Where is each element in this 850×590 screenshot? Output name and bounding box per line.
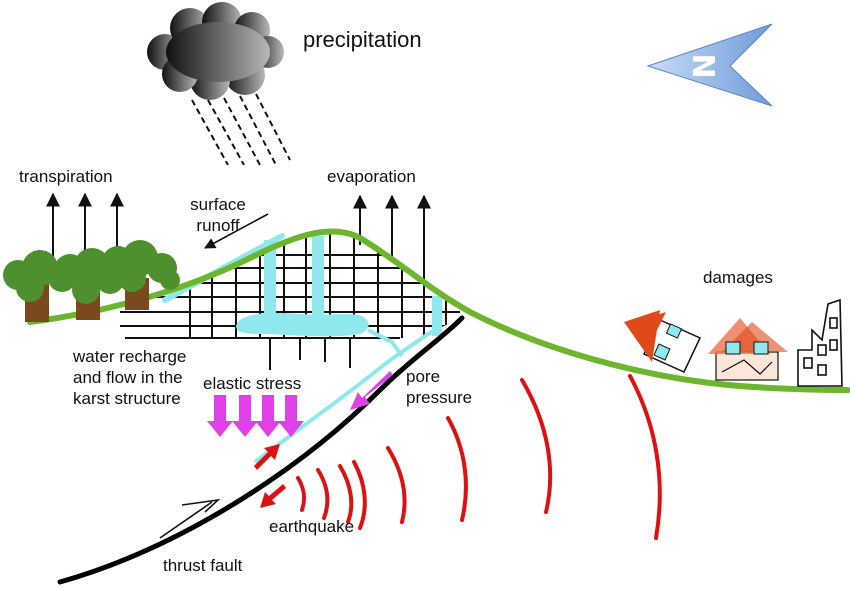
fault-slip-arrows [254,444,286,508]
pore-pressure-line2: pressure [406,388,473,407]
north-arrow-icon: N [646,23,773,107]
pore-pressure-line1: pore [406,367,441,386]
pore-pressure-label: pore pressure [406,366,472,408]
karst-conduits-deep [125,337,400,370]
elastic-stress-label: elastic stress [203,374,302,393]
rain-cloud-icon [147,2,291,166]
thrust-fault-label: thrust fault [163,556,243,575]
earthquake-label: earthquake [269,517,355,536]
water-recharge-line3: karst structure [73,389,181,408]
precipitation-label: precipitation [303,27,422,52]
surface-runoff-arrow [204,213,269,249]
thrust-fault-line [57,315,465,585]
pore-pressure-arrow [350,371,393,410]
transpiration-label: transpiration [19,167,113,186]
seismic-waves [296,374,662,540]
tree-icon [3,240,180,322]
water-recharge-line1: water recharge [73,347,187,366]
transpiration-arrows [46,192,124,262]
karst-water [162,233,442,358]
fault-plane-water [253,324,442,464]
ruined-building-icon [797,298,843,387]
house-icon [624,310,702,373]
elastic-stress-arrows [207,395,304,437]
surface-runoff-label: surface runoff [184,194,252,236]
water-recharge-label: water recharge and flow in the karst str… [73,346,186,409]
evaporation-arrows [353,194,431,282]
water-recharge-line2: and flow in the [73,368,183,387]
surface-runoff-line1: surface [190,195,246,214]
north-letter: N [688,53,723,78]
damaged-house-icon [708,318,788,381]
ground-surface-line [27,228,850,393]
slip-indicator [159,498,221,539]
surface-runoff-line2: runoff [196,216,240,235]
evaporation-label: evaporation [327,167,416,186]
damages-label: damages [703,268,773,287]
